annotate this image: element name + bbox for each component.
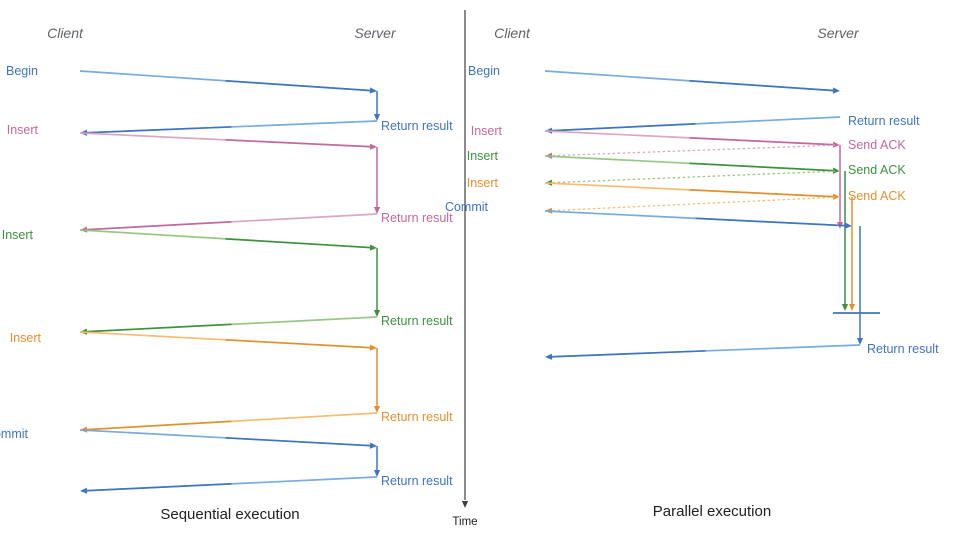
activation-insert1-arrow-icon-sequential	[373, 207, 381, 214]
begin-request-arrow-icon-parallel	[832, 87, 840, 94]
insert3-request-line-tip-parallel	[689, 189, 835, 198]
commit-return-arrow-icon-sequential	[80, 487, 88, 494]
commit-return-label-parallel: Return result	[867, 342, 939, 356]
commit-return-line-tip-parallel	[550, 350, 706, 358]
begin-return-line-tip-sequential	[85, 126, 232, 134]
commit-return-line-tip-sequential	[85, 483, 232, 492]
insert1-return-line-tip-sequential	[85, 221, 232, 231]
insert2-ack-line-parallel	[550, 170, 841, 184]
commit-request-line-tip-parallel	[695, 217, 847, 227]
commit-request-arrow-icon-parallel	[844, 222, 852, 229]
begin-request-line-tip-parallel	[689, 79, 835, 92]
begin-request-line-tip-sequential	[225, 80, 372, 92]
insert1-request-label-parallel: Insert	[471, 124, 503, 138]
time-axis-label: Time	[452, 516, 477, 528]
insert1-return-label-sequential: Return result	[381, 211, 453, 225]
panel-caption-sequential: Sequential execution	[160, 506, 299, 523]
insert3-request-line-tip-sequential	[225, 339, 372, 349]
insert1-request-line-tip-parallel	[689, 137, 835, 146]
begin-request-label-parallel: Begin	[468, 64, 500, 78]
insert3-request-label-parallel: Insert	[467, 176, 499, 190]
insert2-ack-label-parallel: Send ACK	[848, 163, 906, 177]
commit-request-line-tip-sequential	[225, 437, 372, 447]
insert3-request-arrow-icon-parallel	[832, 193, 840, 200]
insert3-ack-line-parallel	[550, 196, 841, 212]
begin-return-label-sequential: Return result	[381, 119, 453, 133]
insert3-request-label-sequential: Insert	[10, 331, 42, 345]
commit-request-label-parallel: Commit	[445, 200, 489, 214]
commit-request-arrow-icon-sequential	[369, 442, 377, 449]
activation-insert3-arrow-icon-parallel	[848, 304, 856, 311]
lane-title-client-parallel: Client	[494, 25, 531, 41]
insert2-return-label-sequential: Return result	[381, 314, 453, 328]
insert1-request-label-sequential: Insert	[7, 123, 39, 137]
insert3-return-line-tip-sequential	[85, 420, 232, 431]
insert2-request-label-parallel: Insert	[467, 149, 499, 163]
commit-return-label-sequential: Return result	[381, 474, 453, 488]
lane-title-server-sequential: Server	[354, 25, 397, 41]
lane-title-client-sequential: Client	[47, 25, 84, 41]
commit-return-arrow-icon-parallel	[545, 353, 553, 360]
insert1-ack-line-parallel	[550, 144, 841, 157]
insert1-request-line-tip-sequential	[225, 139, 372, 148]
commit-request-label-sequential: Commit	[0, 427, 29, 441]
activation-insert2-arrow-icon-parallel	[841, 304, 849, 311]
begin-return-line-tip-parallel	[550, 123, 696, 132]
begin-request-arrow-icon-sequential	[369, 87, 377, 94]
insert3-ack-label-parallel: Send ACK	[848, 189, 906, 203]
panel-caption-parallel: Parallel execution	[653, 503, 771, 520]
activation-commit-arrow-icon-parallel	[856, 338, 864, 345]
activation-begin-arrow-icon-sequential	[373, 114, 381, 121]
time-axis-arrow-icon	[461, 501, 469, 508]
insert1-request-arrow-icon-parallel	[832, 141, 840, 148]
insert1-ack-label-parallel: Send ACK	[848, 138, 906, 152]
insert2-request-label-sequential: Insert	[2, 228, 34, 242]
insert3-request-arrow-icon-sequential	[369, 344, 377, 351]
insert1-request-arrow-icon-sequential	[369, 143, 377, 150]
insert2-return-line-tip-sequential	[85, 323, 232, 333]
insert2-request-line-tip-sequential	[225, 238, 372, 249]
begin-request-label-sequential: Begin	[6, 64, 38, 78]
activation-insert3-arrow-icon-sequential	[373, 406, 381, 413]
insert2-request-arrow-icon-sequential	[369, 244, 377, 251]
insert2-request-line-tip-parallel	[689, 162, 835, 172]
insert2-request-arrow-icon-parallel	[832, 167, 840, 174]
activation-insert2-arrow-icon-sequential	[373, 310, 381, 317]
lane-title-server-parallel: Server	[817, 25, 860, 41]
insert3-return-label-sequential: Return result	[381, 410, 453, 424]
begin-return-label-parallel: Return result	[848, 114, 920, 128]
activation-commit-arrow-icon-sequential	[373, 470, 381, 477]
